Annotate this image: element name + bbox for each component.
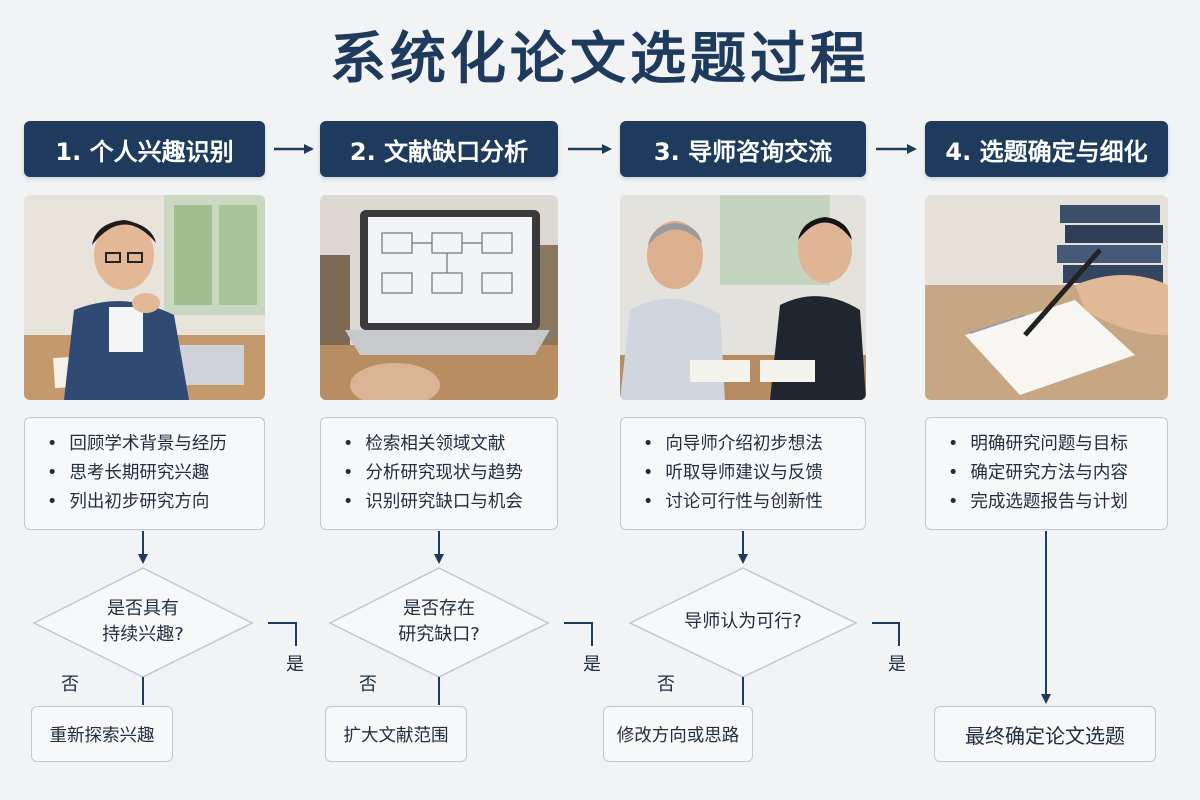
task-item: 分析研究现状与趋势 [343, 459, 557, 488]
page-title: 系统化论文选题过程 [330, 27, 870, 92]
task-item: 完成选题报告与计划 [948, 488, 1167, 517]
yes-connector-3 [872, 622, 900, 646]
task-item: 讨论可行性与创新性 [643, 488, 865, 517]
task-item: 列出初步研究方向 [47, 488, 264, 517]
task-item: 确定研究方法与内容 [948, 459, 1167, 488]
writing-notebook-photo [925, 195, 1168, 400]
step-1-tasks: 回顾学术背景与经历 思考长期研究兴趣 列出初步研究方向 [24, 417, 265, 530]
yes-label-3: 是 [888, 654, 906, 675]
step-2-header: 2. 文献缺口分析 [320, 121, 558, 177]
task-item: 检索相关领域文献 [343, 430, 557, 459]
task-item: 向导师介绍初步想法 [643, 430, 865, 459]
result-box-1: 重新探索兴趣 [31, 706, 173, 762]
yes-connector-1 [268, 622, 297, 646]
no-label-1: 否 [61, 674, 79, 695]
step-3-tasks: 向导师介绍初步想法 听取导师建议与反馈 讨论可行性与创新性 [620, 417, 866, 530]
yes-label-2: 是 [583, 654, 601, 675]
task-item: 听取导师建议与反馈 [643, 459, 865, 488]
task-item: 识别研究缺口与机会 [343, 488, 557, 517]
result-box-2: 扩大文献范围 [325, 706, 467, 762]
step-4-tasks: 明确研究问题与目标 确定研究方法与内容 完成选题报告与计划 [925, 417, 1168, 530]
task-item: 思考长期研究兴趣 [47, 459, 264, 488]
decision-1-text: 是否具有持续兴趣? [102, 598, 184, 645]
step-3-header: 3. 导师咨询交流 [620, 121, 866, 177]
task-item: 明确研究问题与目标 [948, 430, 1167, 459]
no-label-2: 否 [359, 674, 377, 695]
final-topic-box: 最终确定论文选题 [934, 706, 1156, 762]
student-reading-photo [24, 195, 265, 400]
step-2-tasks: 检索相关领域文献 分析研究现状与趋势 识别研究缺口与机会 [320, 417, 558, 530]
step-4-header: 4. 选题确定与细化 [925, 121, 1168, 177]
yes-label-1: 是 [286, 654, 304, 675]
step-1-header: 1. 个人兴趣识别 [24, 121, 265, 177]
no-label-3: 否 [657, 674, 675, 695]
result-box-3: 修改方向或思路 [603, 706, 753, 762]
decision-2-text: 是否存在研究缺口? [398, 598, 480, 645]
yes-connector-2 [564, 622, 593, 646]
laptop-literature-photo [320, 195, 558, 400]
decision-3-text: 导师认为可行? [684, 611, 802, 632]
advisor-meeting-photo [620, 195, 866, 400]
task-item: 回顾学术背景与经历 [47, 430, 264, 459]
